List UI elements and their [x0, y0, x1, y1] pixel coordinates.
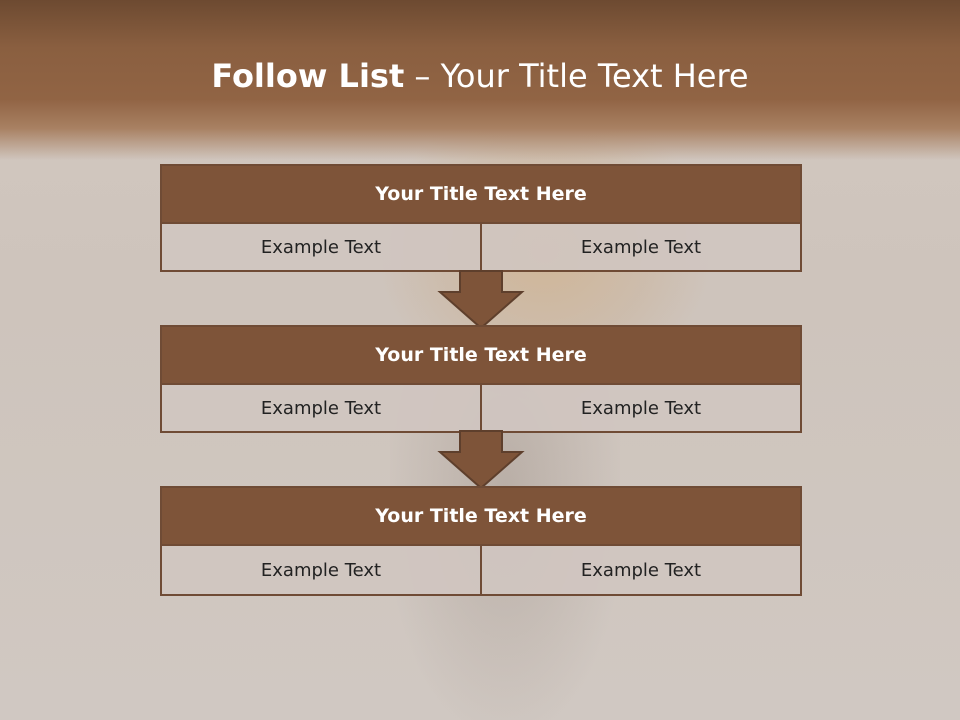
title-bold: Follow List — [211, 57, 405, 95]
slide-title: Follow List – Your Title Text Here — [0, 54, 960, 98]
row-cell-left: Example Text — [162, 224, 480, 270]
header-band — [0, 0, 960, 160]
down-arrow-icon — [437, 270, 525, 330]
follow-row-2: Your Title Text Here Example Text Exampl… — [160, 325, 802, 433]
row-heading: Your Title Text Here — [162, 327, 800, 383]
row-cells: Example Text Example Text — [162, 222, 800, 270]
row-cell-right: Example Text — [480, 385, 800, 431]
row-cells: Example Text Example Text — [162, 544, 800, 594]
follow-row-1: Your Title Text Here Example Text Exampl… — [160, 164, 802, 272]
row-heading: Your Title Text Here — [162, 166, 800, 222]
follow-row-3: Your Title Text Here Example Text Exampl… — [160, 486, 802, 596]
down-arrow-icon — [437, 430, 525, 490]
row-cell-left: Example Text — [162, 385, 480, 431]
row-cell-right: Example Text — [480, 546, 800, 594]
row-heading: Your Title Text Here — [162, 488, 800, 544]
row-cell-left: Example Text — [162, 546, 480, 594]
row-cell-right: Example Text — [480, 224, 800, 270]
row-cells: Example Text Example Text — [162, 383, 800, 431]
title-rest: – Your Title Text Here — [404, 57, 749, 95]
